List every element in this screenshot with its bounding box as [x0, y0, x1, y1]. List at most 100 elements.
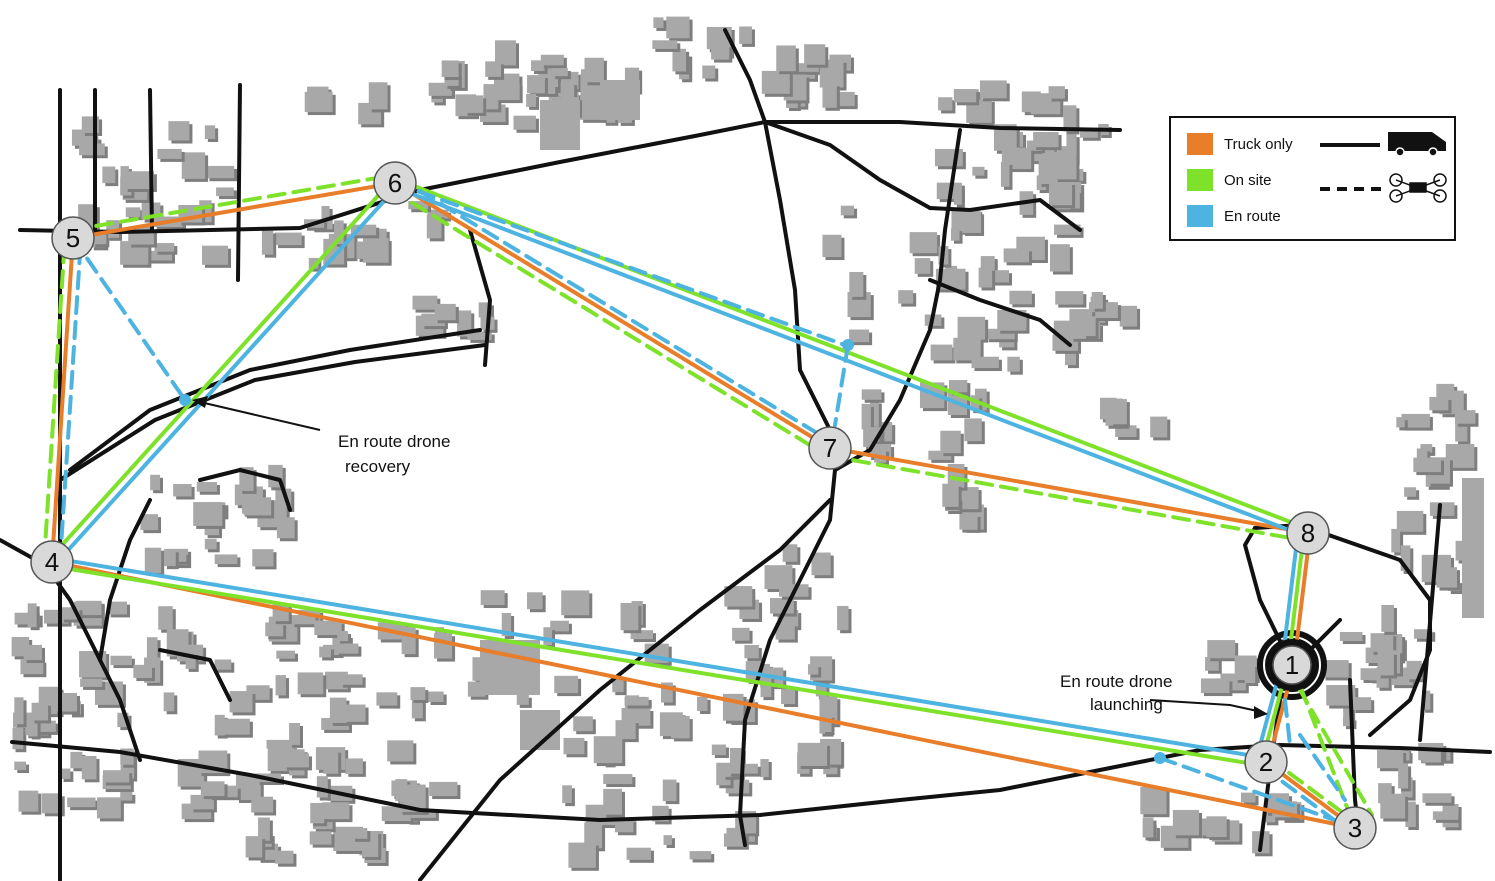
- node-5: 5: [51, 216, 95, 260]
- building: [1429, 502, 1455, 516]
- building: [516, 694, 529, 705]
- building: [540, 54, 564, 66]
- building: [163, 692, 175, 712]
- building: [1140, 787, 1167, 815]
- building: [526, 94, 537, 107]
- building: [898, 290, 914, 304]
- building: [291, 615, 316, 625]
- building: [849, 271, 864, 297]
- building: [1240, 792, 1256, 803]
- legend-label-truck-only: Truck only: [1224, 136, 1293, 153]
- node-7: 7: [808, 426, 852, 470]
- building: [552, 68, 568, 77]
- building: [185, 652, 196, 669]
- building: [1083, 316, 1096, 337]
- building: [133, 664, 152, 679]
- building: [972, 166, 985, 176]
- building: [92, 234, 107, 245]
- building: [573, 716, 593, 732]
- building: [930, 344, 953, 361]
- building: [245, 836, 263, 858]
- building: [23, 644, 43, 660]
- building: [652, 40, 678, 49]
- building: [14, 612, 40, 625]
- building: [957, 316, 986, 340]
- node-label-4: 4: [45, 547, 59, 577]
- building: [1380, 793, 1406, 819]
- building: [562, 785, 572, 804]
- building: [593, 736, 623, 764]
- building: [914, 258, 931, 274]
- launch-point: [1154, 752, 1166, 764]
- building: [953, 89, 977, 103]
- building: [252, 549, 274, 567]
- on-site-sortie-1-3: [1298, 688, 1374, 817]
- building: [1080, 128, 1098, 138]
- en-route-sortie-4: [1158, 756, 1342, 824]
- building-large: [600, 80, 640, 120]
- building: [216, 187, 234, 197]
- building: [527, 75, 545, 94]
- building: [124, 171, 154, 189]
- building: [739, 26, 752, 44]
- building: [1054, 224, 1081, 235]
- building: [29, 720, 56, 732]
- building: [18, 790, 39, 812]
- building: [70, 751, 83, 769]
- building: [154, 243, 175, 252]
- building: [323, 749, 339, 774]
- building: [289, 722, 301, 745]
- building: [1007, 356, 1020, 372]
- building: [614, 818, 634, 833]
- building: [775, 623, 795, 640]
- node-label-8: 8: [1301, 518, 1315, 548]
- building: [275, 232, 302, 246]
- building: [1142, 817, 1154, 838]
- building: [940, 430, 961, 454]
- building: [110, 655, 132, 666]
- node-3: 3: [1333, 806, 1377, 850]
- building: [14, 697, 24, 725]
- building: [310, 802, 325, 824]
- legend: Truck only On site En route: [1169, 116, 1456, 241]
- building: [493, 73, 520, 86]
- building: [702, 65, 716, 79]
- building: [761, 70, 790, 94]
- building: [412, 295, 438, 310]
- building: [441, 60, 459, 78]
- building: [1172, 809, 1200, 836]
- building: [1339, 631, 1363, 642]
- road-network: [0, 28, 1492, 881]
- building: [953, 187, 962, 205]
- building: [1414, 629, 1433, 639]
- building: [711, 744, 726, 756]
- building: [554, 675, 579, 694]
- building: [335, 643, 359, 654]
- building: [1400, 545, 1411, 572]
- building: [1422, 690, 1431, 710]
- building: [427, 691, 444, 702]
- building: [480, 590, 505, 606]
- building: [1398, 763, 1409, 789]
- building: [251, 796, 274, 813]
- onsite-route-2-4: [49, 563, 1268, 768]
- building: [938, 97, 953, 111]
- building: [196, 482, 217, 492]
- recovery-annotation: En route drone recovery: [192, 396, 450, 476]
- building: [117, 712, 129, 728]
- building: [157, 148, 182, 159]
- building: [723, 833, 746, 847]
- building: [429, 781, 458, 797]
- building: [1342, 717, 1354, 727]
- building: [376, 692, 398, 706]
- building: [789, 63, 819, 72]
- building: [985, 328, 1015, 340]
- building: [81, 755, 97, 780]
- building-large: [1462, 478, 1484, 618]
- building: [584, 57, 604, 83]
- building: [1048, 86, 1065, 99]
- building: [1436, 567, 1457, 588]
- building: [1055, 291, 1084, 305]
- building: [467, 331, 492, 340]
